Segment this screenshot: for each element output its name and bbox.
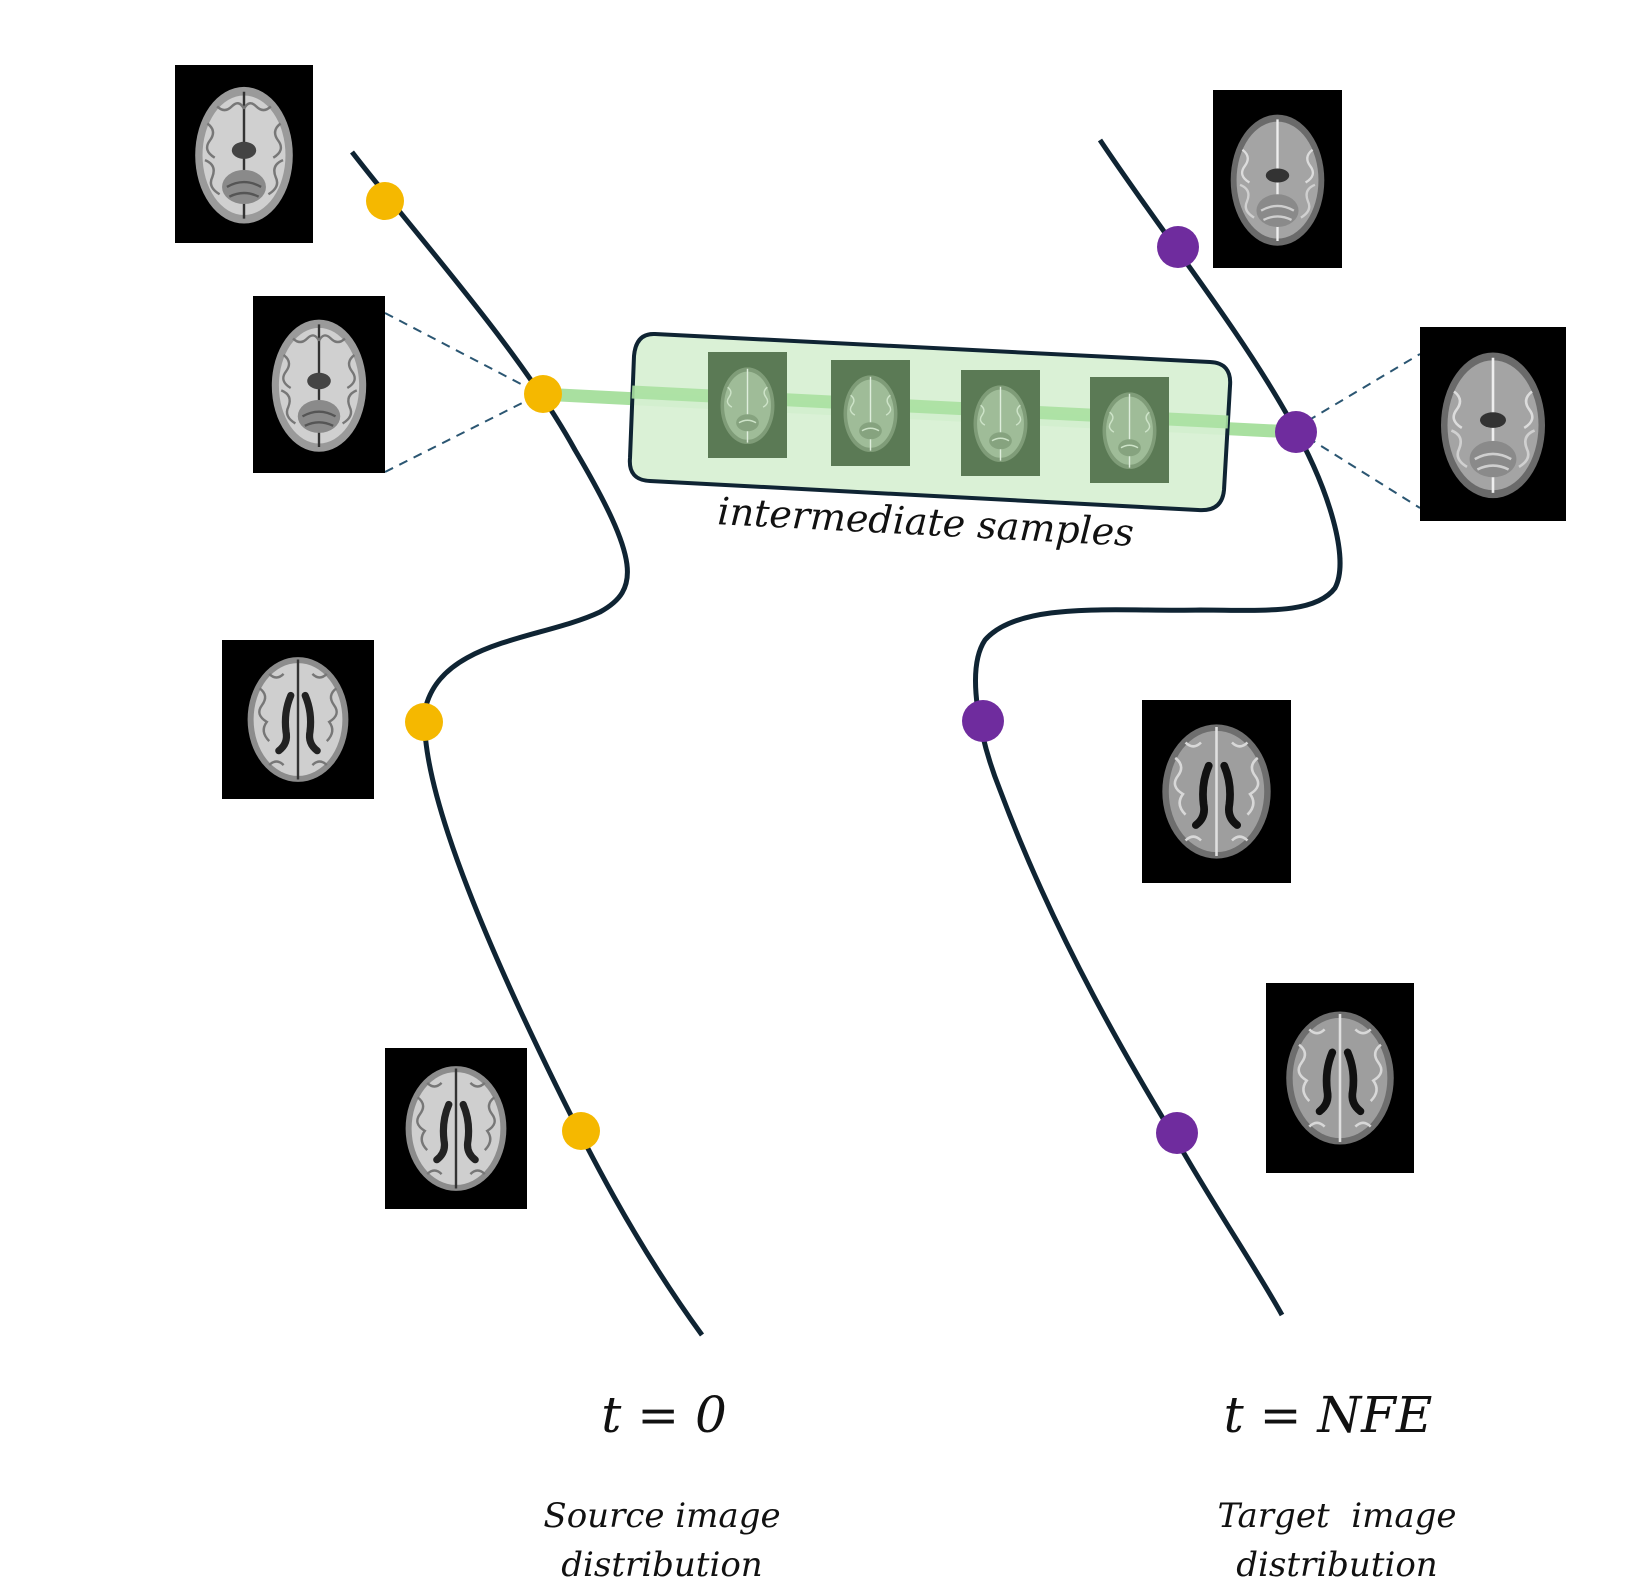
source-caption-line1: Source image	[543, 1496, 780, 1536]
source-sample-4	[385, 1048, 527, 1209]
target-point-1	[1157, 226, 1199, 268]
source-point-3	[405, 703, 443, 741]
target-time-label: t = NFE	[1224, 1386, 1433, 1444]
source-point-4	[562, 1112, 600, 1150]
source-sample-1	[175, 65, 313, 243]
target-zoom-lines	[1293, 353, 1421, 509]
source-sample-3	[222, 640, 374, 799]
target-sample-1	[1213, 90, 1342, 268]
source-sample-2	[253, 296, 385, 473]
source-point-2	[524, 375, 562, 413]
source-point-1	[366, 182, 404, 220]
target-caption-line1: Target image	[1218, 1496, 1457, 1536]
source-zoom-lines	[384, 312, 541, 473]
target-point-3	[962, 700, 1004, 742]
source-caption-line2: distribution	[561, 1545, 762, 1585]
intermediate-sample-4	[1090, 377, 1169, 483]
target-point-4	[1156, 1112, 1198, 1154]
intermediate-panel	[627, 331, 1233, 513]
target-sample-3	[1142, 700, 1291, 883]
target-point-2	[1275, 411, 1317, 453]
target-points	[962, 226, 1317, 1154]
intermediate-sample-3	[961, 370, 1040, 476]
target-caption-line2: distribution	[1236, 1545, 1437, 1585]
target-sample-2	[1420, 327, 1566, 521]
intermediate-sample-1	[708, 352, 787, 458]
source-points	[366, 182, 600, 1150]
target-sample-4	[1266, 983, 1414, 1173]
source-time-label: t = 0	[601, 1386, 727, 1444]
intermediate-sample-2	[831, 360, 910, 466]
